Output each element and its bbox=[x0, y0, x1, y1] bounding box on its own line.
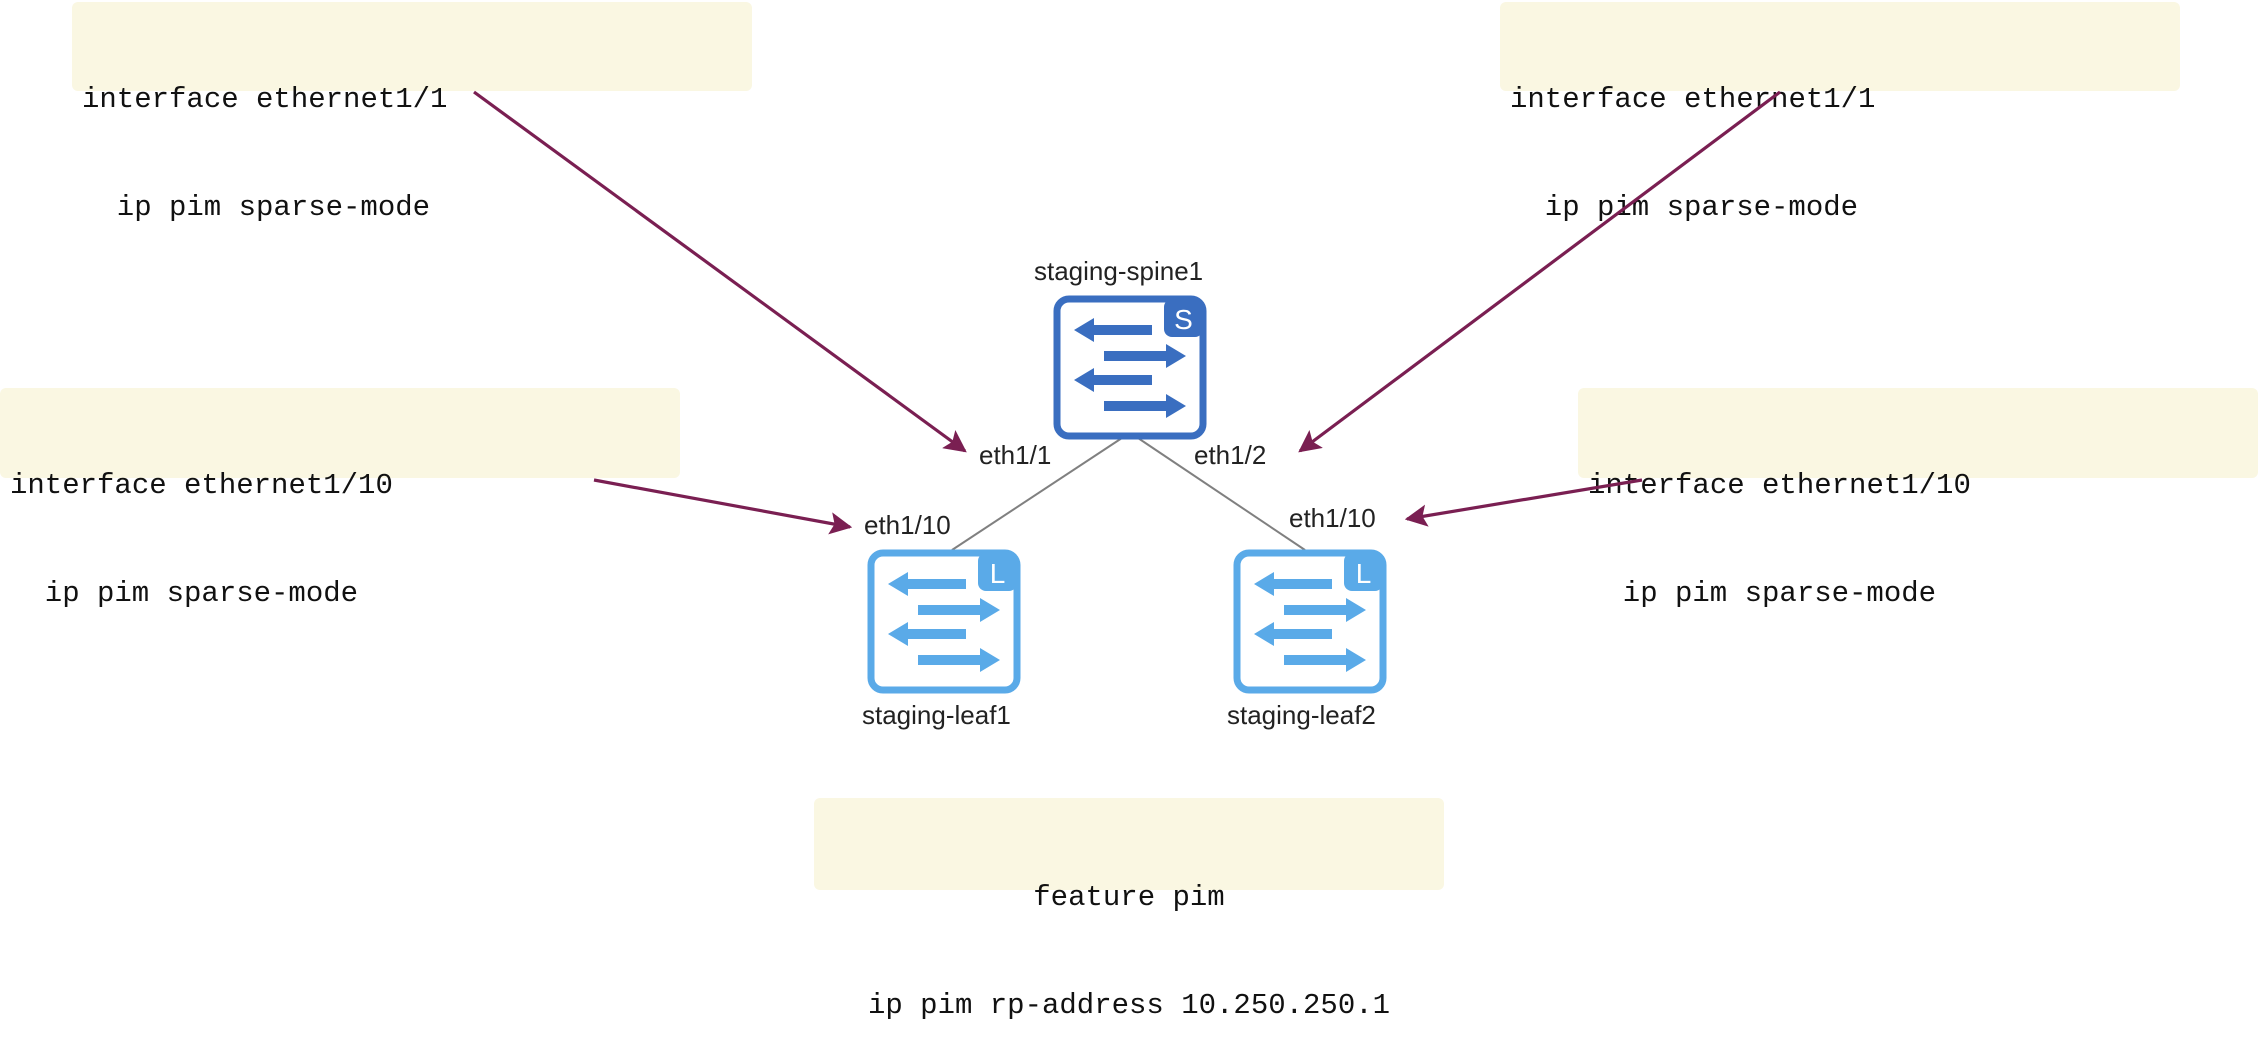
config-box-spine-eth1-1: interface ethernet1/1 ip pim sparse-mode bbox=[72, 2, 752, 224]
config-box-spine-eth1-2: interface ethernet1/1 ip pim sparse-mode bbox=[1500, 2, 2180, 224]
spine-badge: S bbox=[1174, 304, 1193, 335]
config-line-command: ip pim sparse-mode bbox=[44, 577, 359, 610]
arrow-to-leaf1-eth1-10 bbox=[593, 478, 853, 535]
leaf2-badge: L bbox=[1356, 558, 1372, 589]
node-label-spine: staging-spine1 bbox=[1034, 256, 1204, 286]
switch-icon-leaf2: L bbox=[1233, 549, 1387, 694]
config-box-leaf1-eth1-10: interface ethernet1/10 ip pim sparse-mod… bbox=[0, 388, 680, 610]
arrow-to-leaf2-eth1-10 bbox=[1404, 478, 1643, 527]
topology-diagram: S L L bbox=[473, 90, 1781, 694]
config-line-command: ip pim sparse-mode bbox=[116, 191, 431, 224]
port-label-leaf2-eth1-10: eth1/10 bbox=[1289, 503, 1376, 533]
config-line-command: ip pim sparse-mode bbox=[1544, 191, 1859, 224]
link-spine-leaf1 bbox=[951, 435, 1126, 551]
link-spine-leaf2 bbox=[1134, 435, 1306, 551]
config-line-rp-address: ip pim rp-address 10.250.250.1 bbox=[867, 989, 1391, 1022]
arrow-to-spine-eth1-2 bbox=[1298, 90, 1781, 453]
node-label-leaf2: staging-leaf2 bbox=[1227, 700, 1376, 730]
config-line-command: ip pim sparse-mode bbox=[1622, 577, 1937, 610]
leaf1-badge: L bbox=[990, 558, 1006, 589]
arrow-to-spine-eth1-1 bbox=[473, 90, 967, 453]
node-label-leaf1: staging-leaf1 bbox=[862, 700, 1011, 730]
config-line-interface: interface ethernet1/10 bbox=[10, 469, 393, 502]
port-label-leaf1-eth1-10: eth1/10 bbox=[864, 510, 951, 540]
port-label-spine-eth1-2: eth1/2 bbox=[1194, 440, 1267, 470]
switch-icon-leaf1: L bbox=[867, 549, 1021, 694]
config-box-leaf2-eth1-10: interface ethernet1/10 ip pim sparse-mod… bbox=[1578, 388, 2258, 610]
port-label-spine-eth1-1: eth1/1 bbox=[979, 440, 1052, 470]
config-line-interface: interface ethernet1/1 bbox=[1510, 83, 1876, 116]
config-line-interface: interface ethernet1/1 bbox=[82, 83, 448, 116]
switch-icon-spine: S bbox=[1053, 295, 1207, 440]
